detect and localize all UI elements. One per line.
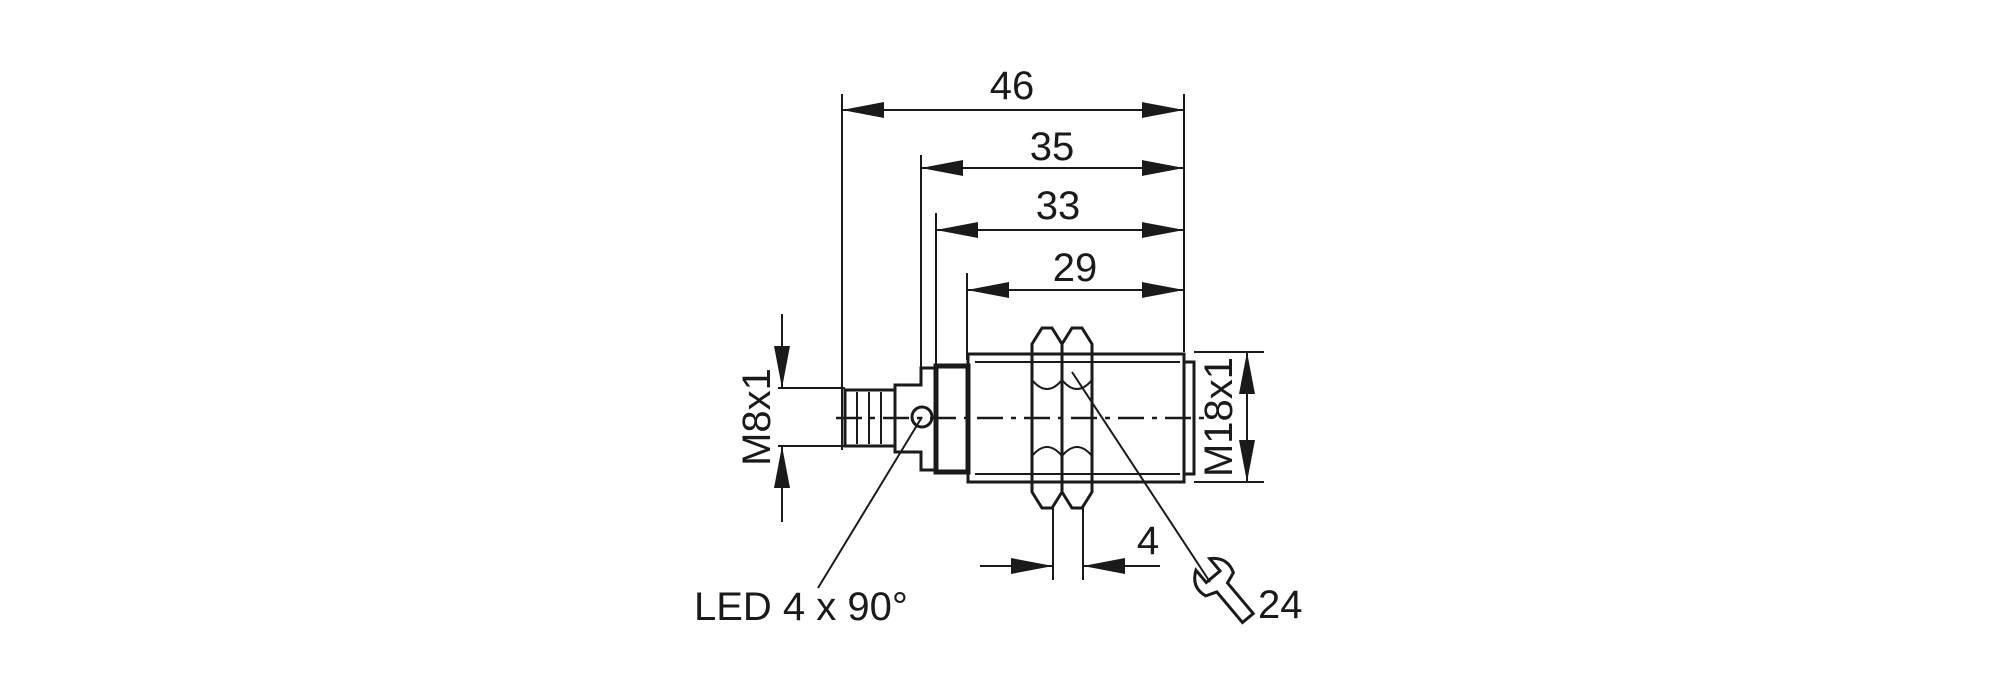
wrench-icon [1193, 556, 1256, 625]
m18-thread-label: M18x1 [1197, 357, 1241, 477]
hex-nut-right [1060, 326, 1094, 510]
dimension-35: 35 [921, 125, 1184, 176]
dimension-33: 33 [936, 184, 1184, 238]
nut-thickness-label: 4 [1137, 519, 1159, 563]
wrench-size-label: 24 [1258, 583, 1303, 627]
led-callout: LED 4 x 90° [694, 416, 923, 629]
m8-thread-dimension: M8x1 [735, 314, 845, 522]
dimension-29-label: 29 [1053, 246, 1098, 290]
dimension-33-label: 33 [1036, 184, 1081, 228]
m8-thread-label: M8x1 [735, 368, 779, 466]
dimension-29: 29 [967, 246, 1184, 298]
wrench-callout: 24 [1071, 371, 1303, 627]
led-label: LED 4 x 90° [694, 585, 908, 629]
dimension-46-label: 46 [990, 64, 1035, 108]
nut-thickness-dimension: 4 [980, 508, 1160, 580]
m18-thread-dimension: M18x1 [1194, 351, 1264, 483]
dimension-46: 46 [842, 64, 1184, 118]
extension-lines [841, 94, 1185, 450]
dimension-35-label: 35 [1030, 125, 1075, 169]
